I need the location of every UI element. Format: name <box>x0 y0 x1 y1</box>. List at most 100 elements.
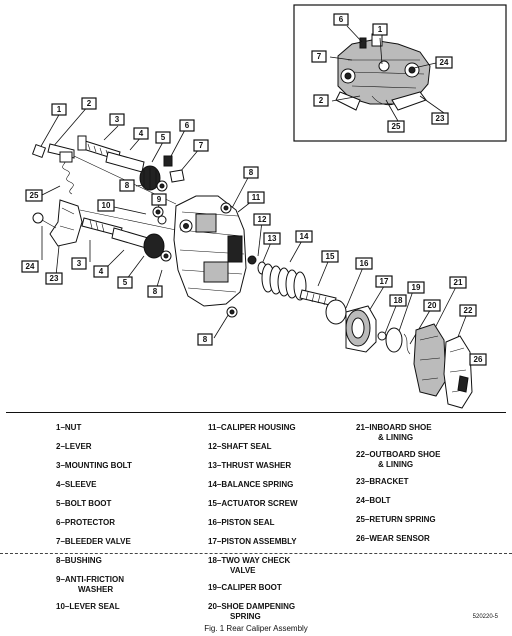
legend-item-label: 9–ANTI-FRICTION <box>56 575 124 584</box>
callout-8-housing: 8 <box>243 166 259 179</box>
legend-item-label: 10–LEVER SEAL <box>56 602 120 611</box>
svg-text:3: 3 <box>115 115 120 124</box>
legend-item: 15–ACTUATOR SCREW <box>208 499 298 509</box>
callout-22: 22 <box>459 304 477 317</box>
callout-23: 23 <box>45 272 63 285</box>
svg-text:22: 22 <box>464 306 473 315</box>
svg-text:13: 13 <box>268 234 277 243</box>
svg-text:3: 3 <box>77 259 82 268</box>
callout-7: 7 <box>193 139 209 152</box>
callout-14: 14 <box>295 230 313 243</box>
legend-item-label: 6–PROTECTOR <box>56 518 115 527</box>
svg-text:18: 18 <box>394 296 403 305</box>
reference-code: 520220-5 <box>472 614 498 620</box>
svg-text:16: 16 <box>360 259 369 268</box>
callout-13: 13 <box>263 232 281 245</box>
legend-item-label: 4–SLEEVE <box>56 480 97 489</box>
callout-5-upper: 5 <box>155 131 171 144</box>
legend-item: 25–RETURN SPRING <box>356 515 440 525</box>
legend-item-label: 21–INBOARD SHOE <box>356 423 432 432</box>
legend-item: 26–WEAR SENSOR <box>356 534 440 544</box>
svg-text:4: 4 <box>99 267 104 276</box>
callout-inset-23: 23 <box>431 112 449 125</box>
callout-21: 21 <box>449 276 467 289</box>
legend-item: 23–BRACKET <box>356 477 440 487</box>
legend-item: 11–CALIPER HOUSING <box>208 423 298 433</box>
legend-item-label: 19–CALIPER BOOT <box>208 583 282 592</box>
callout-24: 24 <box>21 260 39 273</box>
legend-item: 21–INBOARD SHOE& LINING <box>356 423 440 443</box>
legend-item: 5–BOLT BOOT <box>56 499 132 509</box>
callout-3-lower: 3 <box>71 257 87 270</box>
legend-item-label: 24–BOLT <box>356 496 391 505</box>
callout-5-lower: 5 <box>117 276 133 289</box>
callout-6: 6 <box>179 119 195 132</box>
legend-item: 14–BALANCE SPRING <box>208 480 298 490</box>
legend-item-label: 20–SHOE DAMPENING <box>208 602 296 611</box>
legend-column-2: 11–CALIPER HOUSING 12–SHAFT SEAL 13–THRUST… <box>208 423 298 629</box>
legend-item-label: 7–BLEEDER VALVE <box>56 537 131 546</box>
legend-item-label-cont: WASHER <box>78 585 114 594</box>
svg-text:20: 20 <box>428 301 437 310</box>
callout-8-upper: 8 <box>119 179 135 192</box>
svg-text:14: 14 <box>300 232 309 241</box>
svg-text:2: 2 <box>319 96 324 105</box>
legend-item-label: 13–THRUST WASHER <box>208 461 292 470</box>
legend-item: 4–SLEEVE <box>56 480 132 490</box>
legend-item: 22–OUTBOARD SHOE& LINING <box>356 450 440 470</box>
svg-text:8: 8 <box>203 335 208 344</box>
callout-8-bottom: 8 <box>197 333 213 346</box>
legend-item-label: 15–ACTUATOR SCREW <box>208 499 298 508</box>
svg-text:5: 5 <box>161 133 166 142</box>
legend-item: 17–PISTON ASSEMBLY <box>208 537 298 547</box>
figure-caption: Fig. 1 Rear Caliper Assembly <box>204 624 308 633</box>
svg-text:4: 4 <box>139 129 144 138</box>
callout-8-lower: 8 <box>147 285 163 298</box>
svg-text:26: 26 <box>474 355 483 364</box>
legend-item-label: 1–NUT <box>56 423 82 432</box>
svg-text:6: 6 <box>185 121 190 130</box>
legend-item-label: 12–SHAFT SEAL <box>208 442 272 451</box>
callout-25: 25 <box>25 189 43 202</box>
callout-inset-25: 25 <box>387 120 405 133</box>
legend-item: 8–BUSHING <box>56 556 132 566</box>
callout-17: 17 <box>375 275 393 288</box>
callout-4-lower: 4 <box>93 265 109 278</box>
legend-item-label: 8–BUSHING <box>56 556 102 565</box>
svg-text:25: 25 <box>392 122 401 131</box>
svg-text:23: 23 <box>436 114 445 123</box>
callout-inset-7: 7 <box>311 50 327 63</box>
legend-item: 6–PROTECTOR <box>56 518 132 528</box>
legend-item-label: 5–BOLT BOOT <box>56 499 112 508</box>
legend-item-label: 23–BRACKET <box>356 477 409 486</box>
svg-text:8: 8 <box>249 168 254 177</box>
legend-item-label: 3–MOUNTING BOLT <box>56 461 132 470</box>
callout-19: 19 <box>407 281 425 294</box>
legend-item-label: 16–PISTON SEAL <box>208 518 275 527</box>
svg-text:15: 15 <box>326 252 335 261</box>
svg-text:2: 2 <box>87 99 92 108</box>
svg-text:1: 1 <box>378 25 383 34</box>
svg-text:1: 1 <box>57 105 62 114</box>
callout-3-upper: 3 <box>109 113 125 126</box>
legend-item: 19–CALIPER BOOT <box>208 583 298 593</box>
dashed-divider <box>0 553 512 554</box>
legend-item: 24–BOLT <box>356 496 440 506</box>
svg-text:25: 25 <box>30 191 39 200</box>
svg-text:11: 11 <box>252 193 261 202</box>
callout-inset-6: 6 <box>333 13 349 26</box>
legend-item: 1–NUT <box>56 423 132 433</box>
svg-text:6: 6 <box>339 15 344 24</box>
svg-text:5: 5 <box>123 278 128 287</box>
callout-12: 12 <box>253 213 271 226</box>
callout-labels: 6 1 7 24 2 25 23 1 2 3 4 5 6 7 25 8 9 10… <box>21 13 487 366</box>
legend-item-label-cont: & LINING <box>378 460 414 469</box>
legend-item-label-cont: & LINING <box>378 433 414 442</box>
svg-text:24: 24 <box>440 58 449 67</box>
callout-18: 18 <box>389 294 407 307</box>
